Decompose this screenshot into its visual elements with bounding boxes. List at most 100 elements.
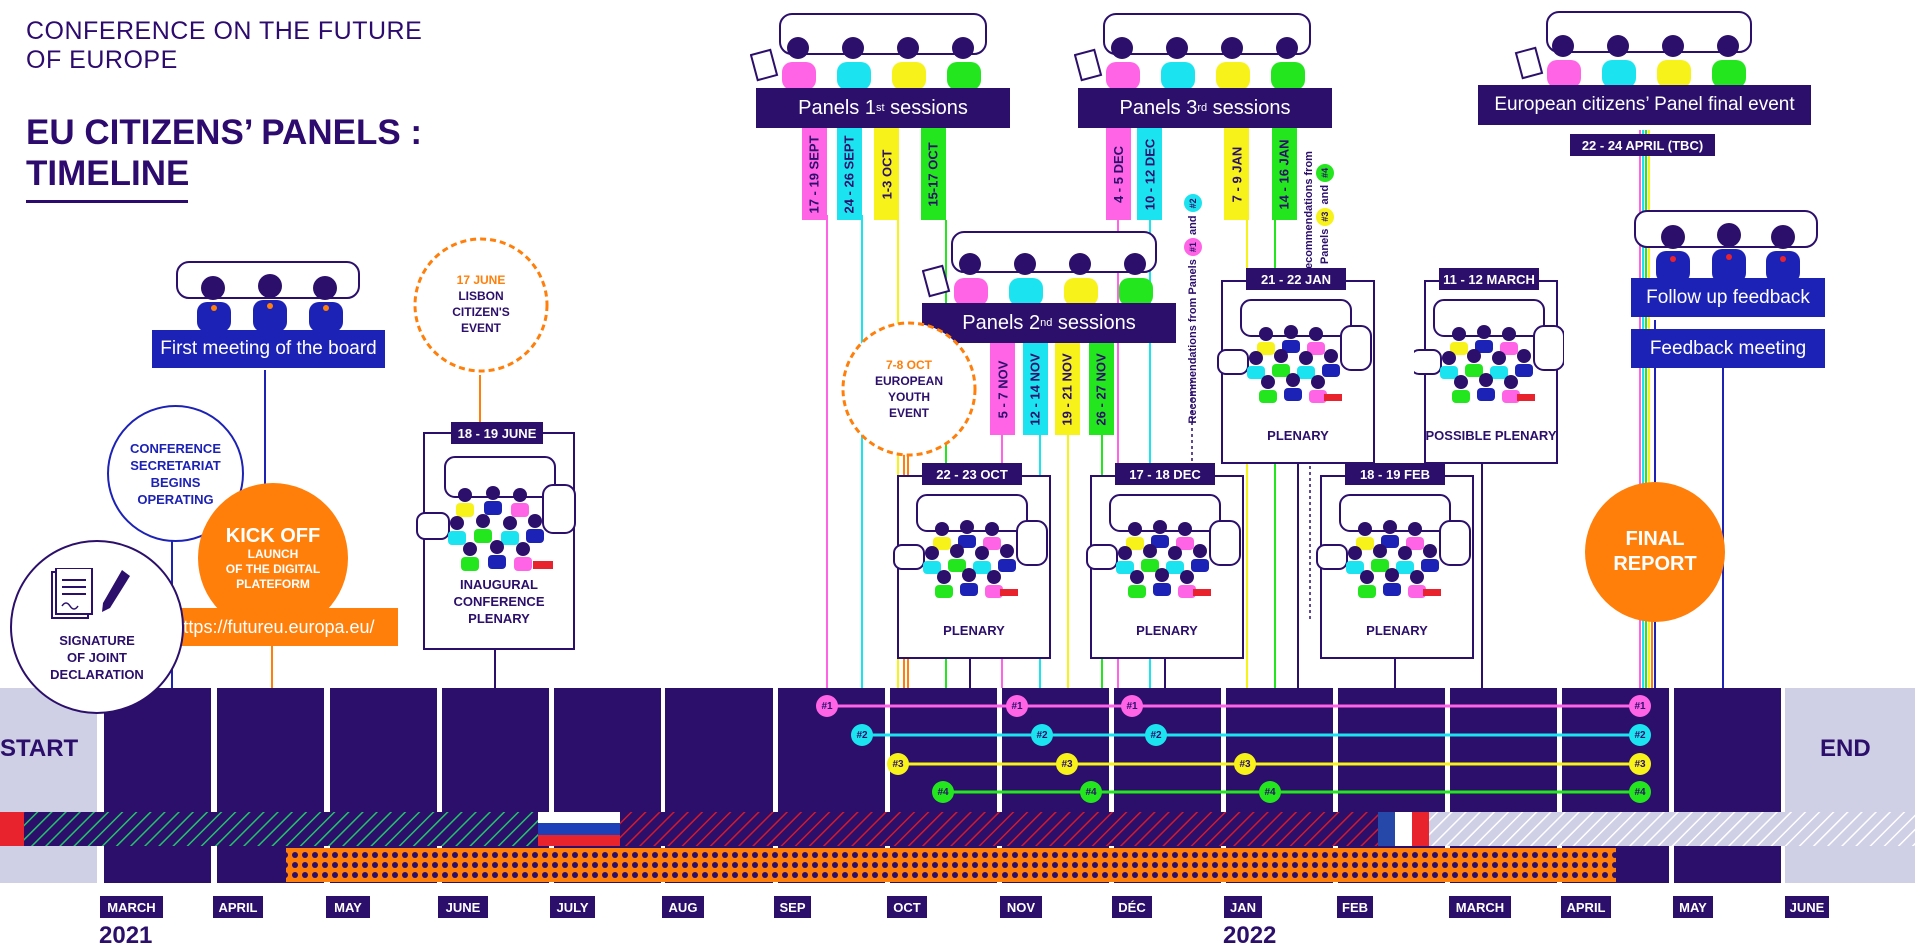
panel-badge-2: #2	[1031, 724, 1053, 746]
month-label-march-2022: MARCH	[1449, 896, 1511, 918]
panel-2-session-2-date: 12 - 14 NOV	[1023, 343, 1048, 435]
inaugural-date: 18 - 19 JUNE	[451, 422, 543, 444]
month-label-oct: OCT	[887, 896, 927, 918]
rec-and-1: and	[1187, 215, 1199, 236]
lisbon-event-label: 17 JUNE LISBON CITIZEN'S EVENT	[408, 272, 554, 336]
signature-label: SIGNATURE OF JOINT DECLARATION	[12, 632, 182, 683]
panels-1-label: Panels 1	[798, 96, 876, 119]
month-label-june-2022: JUNE	[1785, 896, 1829, 918]
lisbon-line-3: EVENT	[460, 321, 501, 335]
title-line-1: EU CITIZENS’ PANELS :	[26, 113, 423, 152]
panel-badge-4: #4	[1080, 781, 1102, 803]
rec-text-c: Panels	[1319, 228, 1331, 265]
feedback-meeting-label: Feedback meeting	[1631, 329, 1825, 368]
crowd-illustration	[893, 494, 1048, 598]
panels-1-sup: st	[875, 102, 885, 114]
rec-badge-2: #2	[1184, 194, 1202, 213]
month-label-jan: JAN	[1224, 896, 1262, 918]
panels-1-people-illustration	[750, 13, 987, 90]
date-text: 12 - 14 NOV	[1028, 352, 1044, 426]
panels-3-label: Panels 3	[1119, 96, 1198, 119]
board-meeting-label: First meeting of the board	[152, 330, 385, 368]
title-line-2: TIMELINE	[26, 154, 190, 193]
kickoff-sub-3: PLATEFORM	[236, 576, 310, 591]
kickoff-title: KICK OFF	[225, 524, 321, 547]
panel-badge-4: #4	[1629, 781, 1651, 803]
youth-line-1: EUROPEAN	[874, 374, 943, 388]
youth-line-3: EVENT	[888, 406, 929, 420]
date-text: 15-17 OCT	[926, 141, 941, 207]
final-event-date: 22 - 24 APRIL (TBC)	[1570, 134, 1715, 156]
inaugural-label: INAUGURAL CONFERENCE PLENARY	[423, 576, 575, 627]
date-text: 19 - 21 NOV	[1060, 352, 1076, 426]
panel-3-session-2-date: 10 - 12 DEC	[1137, 128, 1162, 220]
recommendations-panels-1-2: Recommendations from Panels #1 and #2	[1178, 130, 1208, 424]
kickoff-sub-1: LAUNCH	[247, 546, 299, 561]
month-label-nov: NOV	[1000, 896, 1042, 918]
crowd-illustration	[1414, 299, 1564, 403]
date-text: 26 - 27 NOV	[1094, 352, 1110, 426]
secretariat-line-1: CONFERENCE	[129, 440, 221, 456]
org-line-2: OF EUROPE	[26, 46, 178, 74]
panel-badge-2: #2	[1145, 724, 1167, 746]
crowd-illustration	[1316, 494, 1471, 598]
panel-1-session-2-date: 24 - 26 SEPT	[837, 128, 862, 220]
year-2022: 2022	[1223, 922, 1277, 949]
lisbon-date: 17 JUNE	[456, 273, 506, 287]
rec-badge-4: #4	[1316, 163, 1334, 182]
signature-circle: SIGNATURE OF JOINT DECLARATION	[10, 540, 184, 714]
panel-badge-4: #4	[932, 781, 954, 803]
final-event-people-illustration	[1514, 11, 1752, 88]
plenary-label: PLENARY	[943, 623, 1005, 638]
month-label-aug: AUG	[662, 896, 704, 918]
panel-3-session-1-date: 4 - 5 DEC	[1106, 128, 1131, 220]
rec-badge-1: #1	[1184, 238, 1202, 257]
title-underline	[26, 200, 188, 203]
panel-1-session-4-date: 15-17 OCT	[921, 128, 946, 220]
youth-event-label: 7-8 OCT EUROPEAN YOUTH EVENT	[836, 357, 982, 421]
youth-event-starburst	[841, 321, 977, 457]
org-name: CONFERENCE ON THE FUTURE OF EUROPE	[26, 17, 422, 75]
panels-3-suffix: sessions	[1207, 96, 1291, 119]
youth-line-2: YOUTH	[888, 390, 930, 404]
date-text: 14 - 16 JAN	[1277, 138, 1292, 210]
date-text: 1-3 OCT	[879, 149, 894, 199]
org-line-1: CONFERENCE ON THE FUTURE	[26, 17, 423, 45]
month-label-sep: SEP	[774, 896, 811, 918]
date-text: 10 - 12 DEC	[1142, 138, 1158, 210]
secretariat-line-4: OPERATING	[137, 491, 214, 507]
platform-url-link[interactable]: https://futureu.europa.eu/	[150, 608, 398, 646]
date-text: 5 - 7 NOV	[995, 360, 1011, 418]
final-report-circle: FINAL REPORT	[1585, 482, 1725, 622]
month-label-may-2021: MAY	[326, 896, 370, 918]
crowd-illustration	[1217, 299, 1372, 403]
panel-2-session-3-date: 19 - 21 NOV	[1055, 343, 1080, 435]
month-label-march-2021: MARCH	[100, 896, 163, 918]
inaugural-line-1: INAUGURAL	[460, 577, 538, 592]
year-2021: 2021	[99, 922, 153, 949]
plenary-date: 18 - 19 FEB	[1345, 463, 1445, 485]
plenary-label: POSSIBLE PLENARY	[1425, 428, 1557, 443]
panels-2-label: Panels 2	[962, 311, 1041, 334]
month-label-july: JULY	[550, 896, 595, 918]
lisbon-line-1: LISBON	[458, 289, 504, 303]
panel-badge-1: #1	[1629, 695, 1651, 717]
panels-1-suffix: sessions	[884, 96, 968, 119]
panel-badge-4: #4	[1259, 781, 1281, 803]
inaugural-line-2: CONFERENCE	[453, 594, 545, 609]
month-label-june-2021: JUNE	[438, 896, 488, 918]
lisbon-starburst	[413, 237, 549, 373]
secretariat-line-2: SECRETARIAT	[130, 457, 221, 473]
month-label-may-2022: MAY	[1673, 896, 1713, 918]
plenary-label: PLENARY	[1366, 623, 1428, 638]
panel-badge-3: #3	[1234, 753, 1256, 775]
panels-3-sup: rd	[1197, 102, 1208, 114]
month-label-april-2022: APRIL	[1561, 896, 1611, 918]
panel-badge-1: #1	[1121, 695, 1143, 717]
secretariat-line-3: BEGINS	[150, 474, 201, 490]
panel-1-session-1-date: 17 - 19 SEPT	[802, 128, 827, 220]
plenary-label: PLENARY	[1267, 428, 1329, 443]
date-text: 7 - 9 JAN	[1229, 146, 1245, 202]
